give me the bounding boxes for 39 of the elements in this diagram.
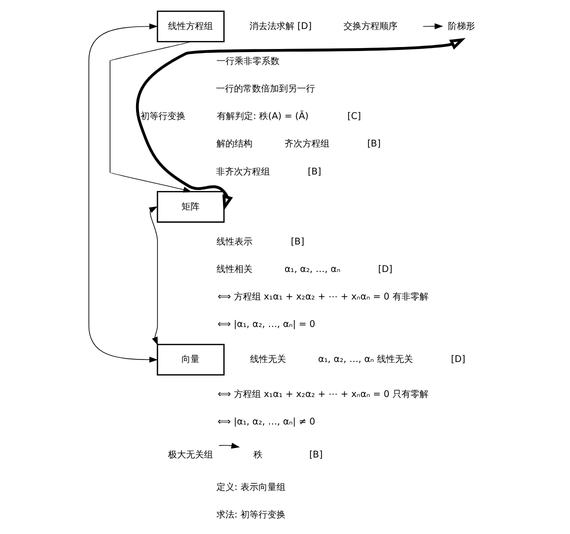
label: ⟺ |α₁, α₂, …, αₙ| ≠ 0	[218, 416, 316, 428]
label: [B]	[309, 449, 323, 460]
node-box: 向量	[156, 344, 225, 376]
label: 交换方程顺序	[343, 20, 398, 32]
label: [D]	[451, 354, 466, 366]
node-text: 极大无关组	[168, 449, 214, 460]
label: 线性相关	[216, 264, 253, 275]
label: [B]	[290, 236, 304, 248]
label: α₁, α₂, …, αₙ 线性无关	[318, 354, 413, 366]
label: 线性无关	[250, 354, 286, 366]
node-text: 阶梯形	[448, 20, 476, 32]
label: 定义: 表示向量组	[216, 482, 286, 493]
node-box: 矩阵	[156, 191, 225, 223]
label: 线性表示	[216, 236, 253, 248]
label: 齐次方程组	[284, 138, 330, 150]
label: 解的结构	[216, 138, 253, 150]
label: ⟺ |α₁, α₂, …, αₙ| = 0	[218, 319, 316, 330]
label: [B]	[367, 138, 381, 150]
label: [C]	[347, 111, 361, 122]
label: 消去法求解 [D]	[249, 20, 312, 32]
label: [B]	[308, 166, 322, 178]
arrow	[148, 206, 158, 346]
edge-label: 初等行变换	[140, 111, 186, 122]
arrow	[136, 38, 466, 211]
arrow	[218, 442, 240, 449]
label: ⟺ 方程组 x₁α₁ + x₂α₂ + ⋯ + xₙαₙ = 0 有非零解	[218, 291, 428, 302]
label: 非齐次方程组	[216, 166, 270, 178]
label: ⟺ 方程组 x₁α₁ + x₂α₂ + ⋯ + xₙαₙ = 0 只有零解	[218, 389, 428, 400]
arrow	[422, 23, 444, 30]
node-text: 秩	[253, 449, 262, 460]
label: 求法: 初等行变换	[216, 509, 286, 520]
label: α₁, α₂, …, αₙ	[284, 264, 340, 275]
label: [D]	[378, 264, 392, 275]
label: 一行乘非零系数	[216, 56, 280, 67]
node-box: 线性方程组	[156, 10, 225, 42]
label: 有解判定: 秩(A) = (Ā)	[217, 111, 309, 122]
label: 一行的常数倍加到另一行	[216, 83, 316, 94]
arrow	[88, 23, 158, 363]
arrow	[110, 41, 192, 192]
